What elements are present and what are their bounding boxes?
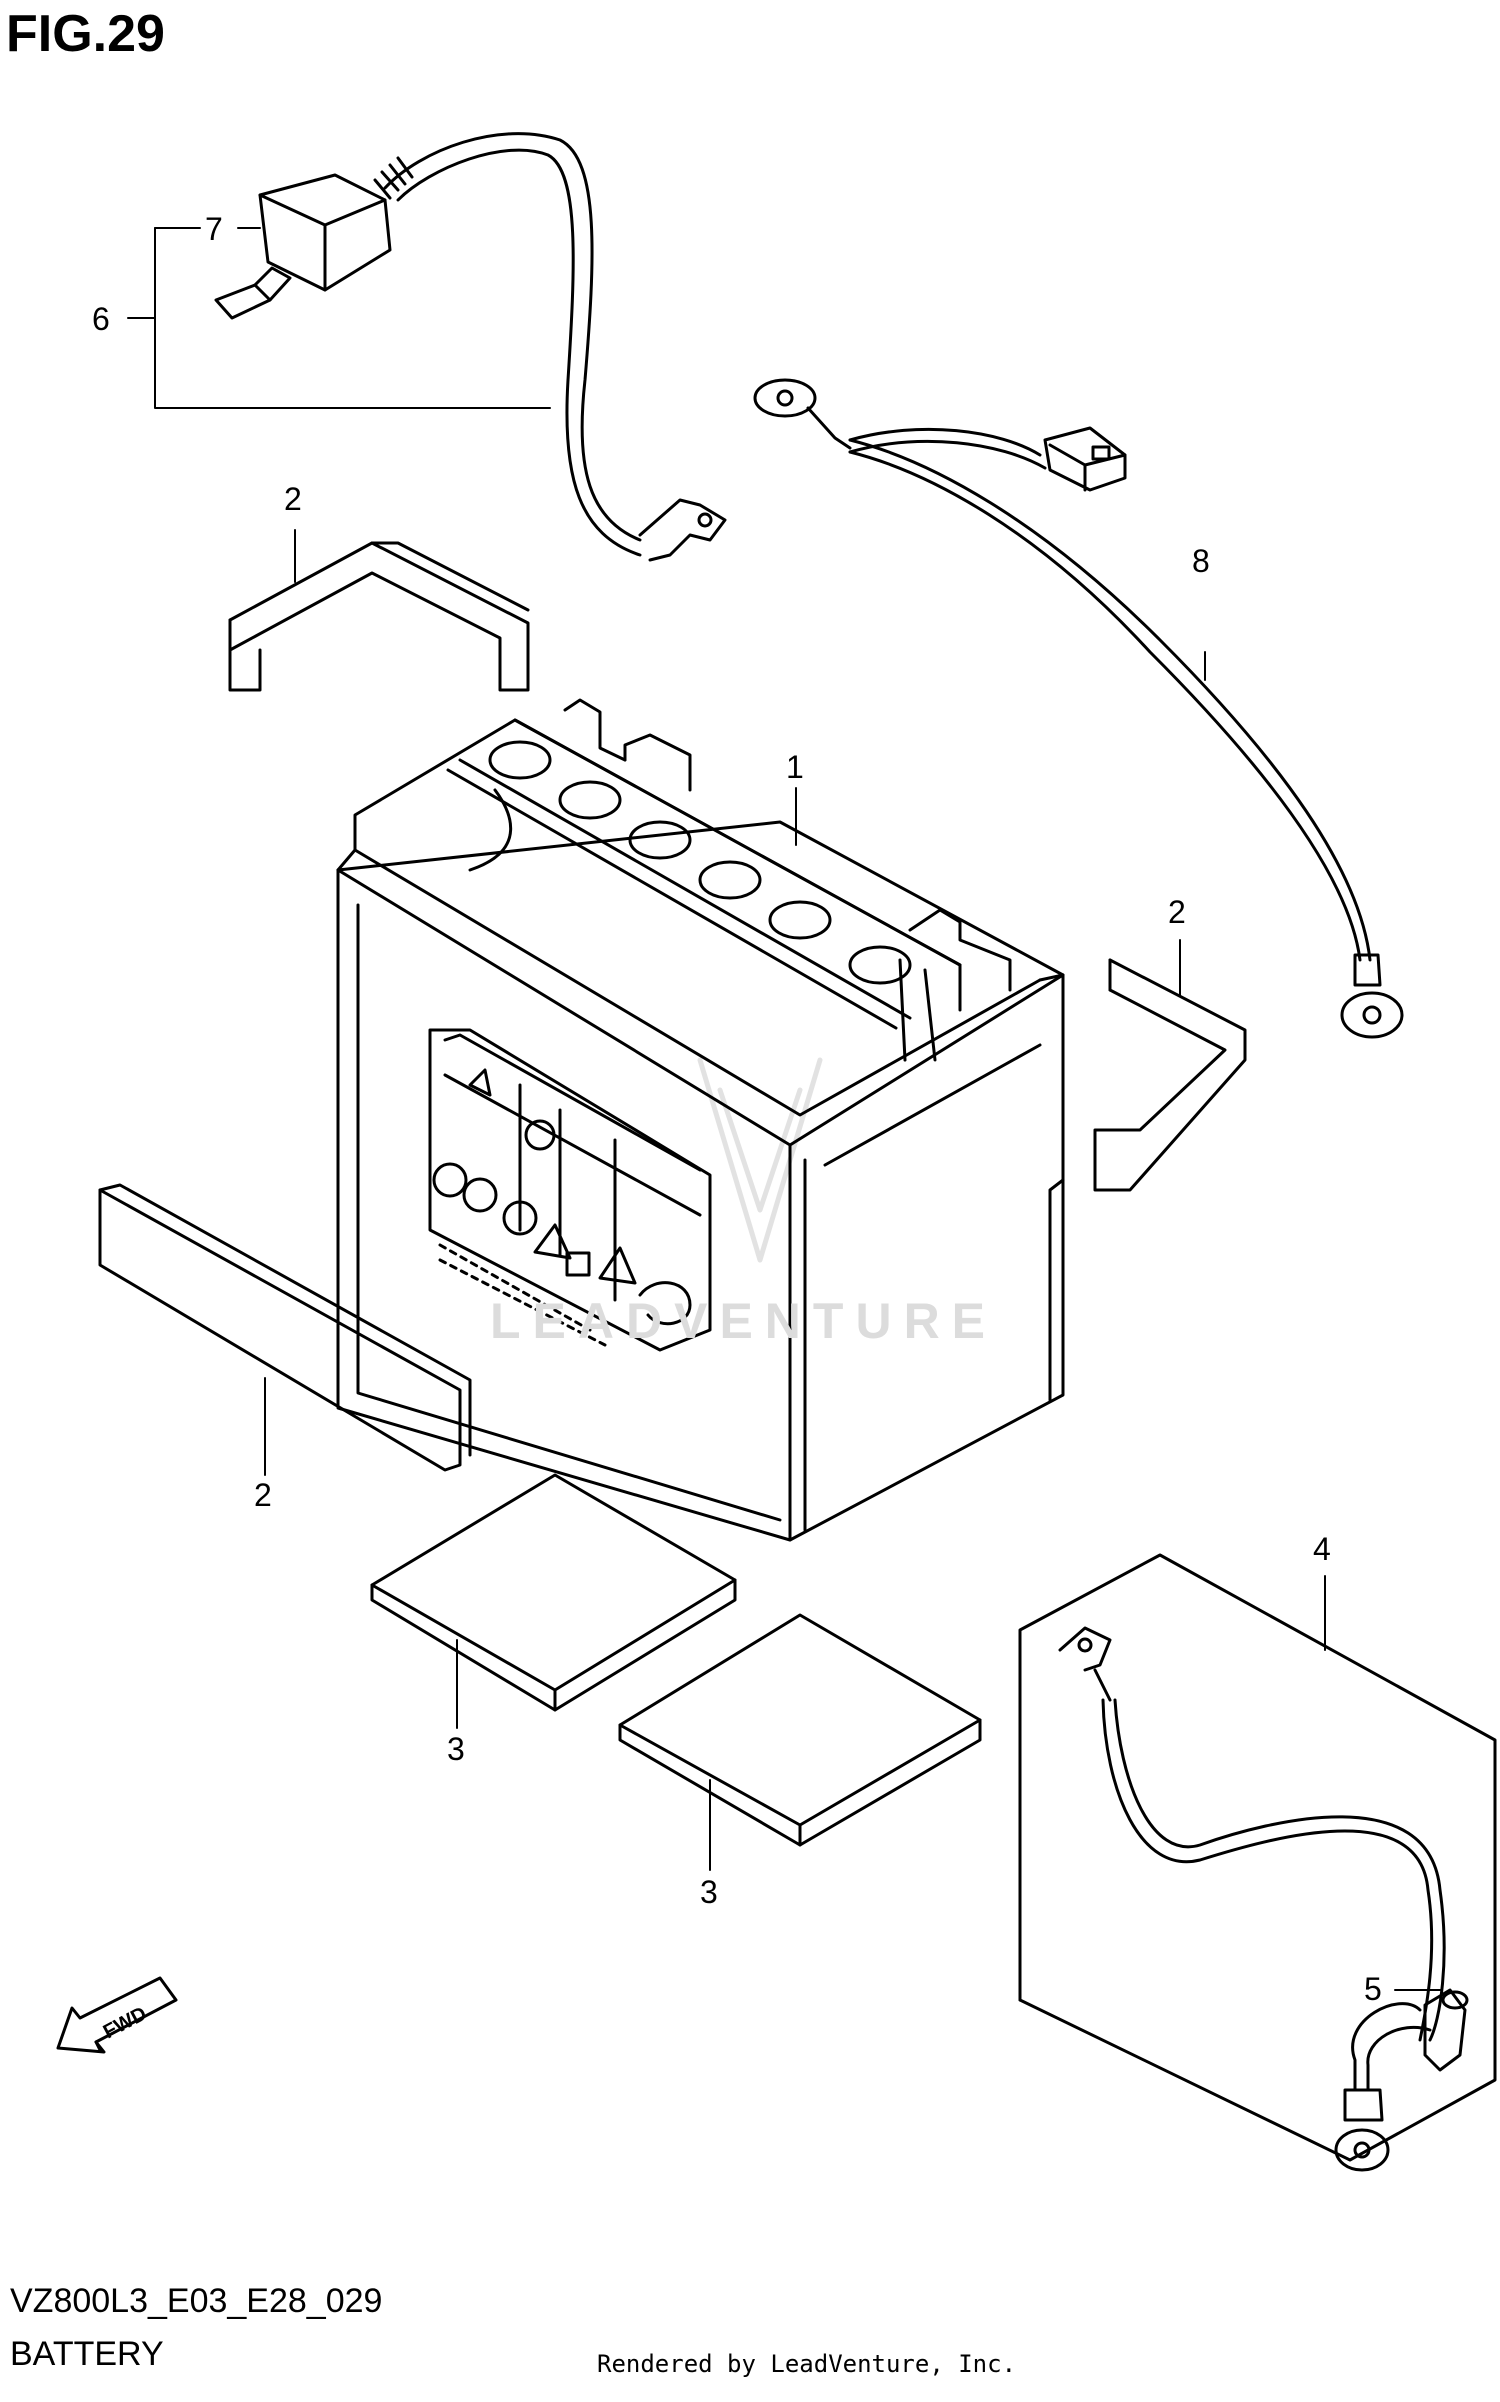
- watermark-logo: [697, 1057, 823, 1263]
- watermark-text: LEADVENTURE: [490, 1293, 997, 1349]
- callout-3-left: 3: [447, 1731, 465, 1767]
- model-code: VZ800L3_E03_E28_029: [10, 2282, 383, 2320]
- fwd-label: FWD: [100, 2003, 151, 2044]
- callout-1: 1: [786, 749, 804, 785]
- callout-5: 5: [1364, 1971, 1382, 2007]
- case-lead: [1058, 1626, 1469, 2172]
- callout-3-right: 3: [700, 1874, 718, 1910]
- callout-leaders: [264, 529, 1441, 1991]
- positive-cable-assembly: [214, 132, 727, 562]
- ground-lead: [753, 378, 1404, 1039]
- callout-bracket-6-7: [127, 227, 551, 409]
- fwd-arrow-icon: [56, 1976, 178, 2054]
- pad-right: [618, 1613, 982, 1847]
- pad-left: [370, 1473, 737, 1712]
- callout-labels: 1 2 2 2 3 3 4 5 6 7 8: [92, 211, 1382, 2007]
- spacer-lower: [98, 1183, 472, 1472]
- section-name: BATTERY: [10, 2335, 164, 2373]
- spacer-right: [1093, 958, 1247, 1192]
- callout-4: 4: [1313, 1531, 1331, 1567]
- battery-case: [1018, 1553, 1497, 2162]
- spacer-upper: [228, 541, 530, 692]
- callout-2-lower: 2: [254, 1477, 272, 1513]
- battery: [336, 698, 1065, 1542]
- callout-6: 6: [92, 301, 110, 337]
- render-credit: Rendered by LeadVenture, Inc.: [597, 2350, 1017, 2378]
- callout-7: 7: [205, 211, 223, 247]
- callout-2-upper: 2: [284, 481, 302, 517]
- callout-8: 8: [1192, 543, 1210, 579]
- callout-2-right: 2: [1168, 894, 1186, 930]
- figure-title: FIG.29: [6, 5, 165, 63]
